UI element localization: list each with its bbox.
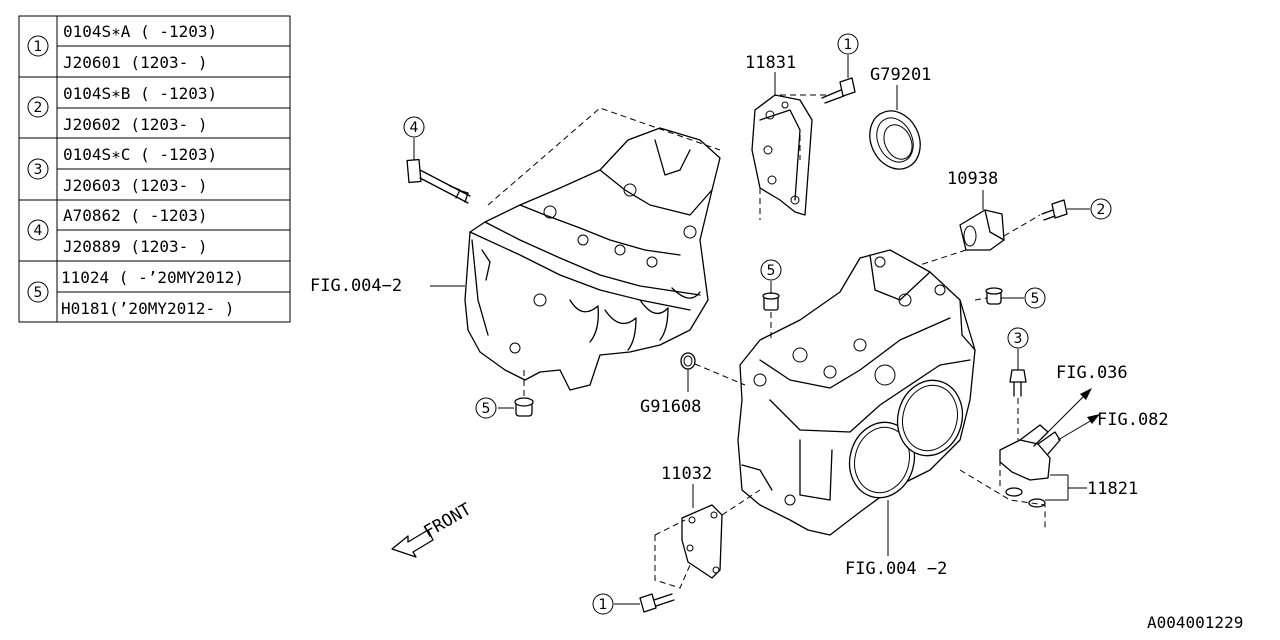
front-arrow-icon: FRONT [391, 499, 475, 558]
label-front: FRONT [421, 499, 475, 542]
diagram-id: A004001229 [1147, 613, 1243, 632]
callout-4-label: 4 [410, 120, 419, 136]
table-part-2a: 0104S∗B ( -1203) [63, 84, 217, 103]
callout-5-right: 5 [1024, 287, 1046, 309]
callout-3: 3 [1007, 327, 1029, 349]
table-part-2b: J20602 (1203- ) [63, 115, 208, 134]
callout-1-bottom: 1 [592, 593, 614, 615]
table-callout-1: 1 [27, 35, 49, 57]
part-11831-plate [751, 72, 830, 220]
label-G79201: G79201 [870, 65, 931, 85]
label-10938: 10938 [947, 169, 998, 189]
label-11821: 11821 [1087, 479, 1138, 499]
table-part-3a: 0104S∗C ( -1203) [63, 145, 217, 164]
callout-4: 4 [403, 116, 425, 138]
callout-5-right-label: 5 [1031, 291, 1040, 307]
bolt-2 [1041, 199, 1090, 221]
callout-3-label: 3 [1014, 331, 1023, 347]
part-number-table: 1 2 3 4 5 0104S∗A ( -1203) J20601 (1203-… [18, 15, 291, 323]
label-fig-004-2-left: FIG.004−2 [310, 276, 402, 296]
callout-1-top: 1 [837, 33, 859, 55]
bolt-1-bottom [614, 593, 675, 613]
label-11032: 11032 [661, 464, 712, 484]
table-part-5b: H0181(’20MY2012- ) [61, 299, 234, 318]
table-callout-5-label: 5 [34, 285, 43, 301]
table-callout-2-label: 2 [34, 100, 43, 116]
long-bolt-4 [406, 138, 471, 204]
part-11032-plate [654, 484, 761, 589]
table-callout-4-label: 4 [34, 223, 43, 239]
plug-5-left [498, 370, 534, 417]
table-callout-5: 5 [27, 281, 49, 303]
table-part-1b: J20601 (1203- ) [63, 53, 208, 72]
plug-5-right [974, 287, 1024, 305]
label-fig-036: FIG.036 [1056, 363, 1128, 383]
part-11821-fitting [959, 388, 1100, 528]
table-part-5a: 11024 ( -’20MY2012) [61, 268, 244, 287]
part-10938-sensor [919, 190, 1041, 266]
label-fig-004-2-bottom: FIG.004 −2 [845, 559, 947, 579]
table-part-3b: J20603 (1203- ) [63, 176, 208, 195]
table-callout-4: 4 [27, 219, 49, 241]
part-G91608-oring [680, 352, 746, 392]
callout-5-left-label: 5 [482, 401, 491, 417]
cylinder-block-right-half [737, 249, 976, 536]
table-part-4b: J20889 (1203- ) [63, 237, 208, 256]
table-callout-3-label: 3 [34, 162, 43, 178]
bolt-1-top [821, 55, 856, 104]
label-G91608: G91608 [640, 397, 701, 417]
cylinder-block-left-half [464, 107, 721, 391]
table-part-1a: 0104S∗A ( -1203) [63, 22, 217, 41]
label-fig-082: FIG.082 [1097, 410, 1169, 430]
callout-5-left: 5 [475, 397, 497, 419]
callout-2: 2 [1090, 198, 1112, 220]
plug-5-top [762, 281, 780, 340]
callout-5-top-label: 5 [767, 263, 776, 279]
callout-5-top: 5 [760, 259, 782, 281]
label-11831: 11831 [745, 53, 796, 73]
part-G79201-seal [869, 85, 921, 170]
table-callout-1-label: 1 [34, 39, 43, 55]
table-callout-2: 2 [27, 96, 49, 118]
table-part-4a: A70862 ( -1203) [63, 206, 208, 225]
callout-1-bottom-label: 1 [599, 597, 608, 613]
table-callout-3: 3 [27, 158, 49, 180]
callout-1-top-label: 1 [844, 37, 853, 53]
callout-2-label: 2 [1097, 202, 1106, 218]
bolt-3 [1009, 349, 1027, 440]
